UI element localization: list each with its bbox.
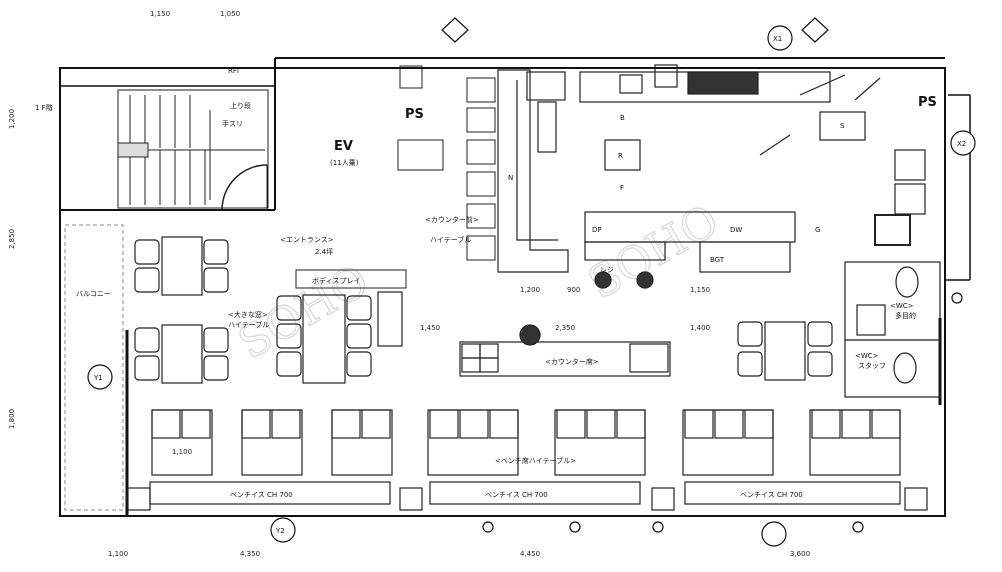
column — [399, 65, 423, 89]
kitchen-stools — [466, 77, 496, 261]
dim-bottom-3: 4,450 — [520, 550, 540, 558]
wc-multi-label: <WC> — [890, 302, 914, 310]
ps-shaft — [397, 139, 444, 171]
bgt-label: BGT — [710, 256, 725, 264]
kitchen-b-label: B — [620, 114, 625, 122]
bench-seat-1: ベンチイス CH 700 — [230, 491, 293, 499]
dim-mid-2: 900 — [567, 286, 580, 294]
bench-seat-3: ベンチイス CH 700 — [740, 491, 803, 499]
kitchen-dw-label: DW — [730, 226, 742, 234]
grid-x2-label: X2 — [957, 140, 966, 148]
dim-left-3: 1,800 — [8, 409, 16, 429]
kitchen-s-label: S — [840, 122, 845, 130]
ev-label: EV — [334, 139, 353, 154]
center-counter — [459, 271, 671, 377]
dim-left-2: 2,850 — [8, 229, 16, 249]
ev-capacity-label: (11人乗) — [330, 158, 359, 167]
dim-left-1: 1,200 — [8, 109, 16, 129]
dining-tables-left — [134, 236, 403, 384]
kitchen-r-label: R — [618, 152, 623, 160]
dim-mid-7: 1,100 — [172, 448, 192, 456]
counter-seat-label: <カウンター席> — [545, 357, 599, 366]
counter-ps-sub: ハイテーブル — [430, 235, 471, 244]
kitchen-g-label: G — [815, 226, 820, 234]
grid-markers — [87, 17, 976, 547]
dim-mid-4: 1,150 — [690, 286, 710, 294]
kitchen — [497, 64, 926, 273]
window-table-sub: ハイテーブル — [228, 320, 269, 329]
dim-mid-6: 1,450 — [420, 324, 440, 332]
register-label: レジ — [600, 266, 614, 274]
grid-y2-label: Y2 — [275, 527, 285, 535]
dim-mid-3: 2,350 — [555, 324, 575, 332]
ps-left-label: PS — [405, 107, 424, 122]
bench-table-label: <ベンチ席ハイテーブル> — [495, 456, 576, 465]
dim-bottom-2: 4,350 — [240, 550, 260, 558]
dim-top-2: 1,050 — [220, 10, 240, 18]
handrail-label: 手スリ — [222, 119, 243, 128]
kitchen-f-label: F — [620, 184, 624, 192]
elevator-rail-label: RFI — [228, 67, 239, 75]
wc-staff-sub: スタッフ — [858, 361, 886, 370]
entrance-size-label: 2.4坪 — [315, 248, 333, 256]
stair-floor-label: 1 F階 — [35, 103, 53, 112]
wc-staff-label: <WC> — [855, 352, 879, 360]
counter-ps-label: <カウンター前> — [425, 215, 479, 224]
dining-table-right — [737, 321, 833, 381]
dim-top-1: 1,150 — [150, 10, 170, 18]
ps-right-label: PS — [918, 95, 937, 110]
stair-direction-label: 上り段 — [230, 101, 251, 110]
display-shelf — [295, 269, 407, 289]
outer-walls — [59, 57, 971, 517]
dim-mid-1: 1,200 — [520, 286, 540, 294]
kitchen-n-label: N — [508, 174, 513, 182]
grid-x1-label: X1 — [773, 35, 782, 43]
entrance-label: <エントランス> — [280, 236, 334, 244]
dim-mid-5: 1,400 — [690, 324, 710, 332]
balcony-label: バルコニー — [76, 290, 111, 298]
bench-seat-2: ベンチイス CH 700 — [485, 491, 548, 499]
wc-multi-sub: 多目的 — [895, 311, 916, 320]
display-label: ボディスプレイ — [312, 276, 361, 285]
bench-booths — [127, 409, 928, 511]
window-table-label: <大きな窓> — [228, 310, 268, 319]
dim-bottom-4: 3,600 — [790, 550, 810, 558]
restrooms — [844, 261, 941, 398]
grid-y1-label: Y1 — [93, 374, 103, 382]
balcony-area — [64, 224, 124, 511]
staircase — [117, 89, 269, 211]
kitchen-dp-label: DP — [592, 226, 602, 234]
dim-bottom-1: 1,100 — [108, 550, 128, 558]
